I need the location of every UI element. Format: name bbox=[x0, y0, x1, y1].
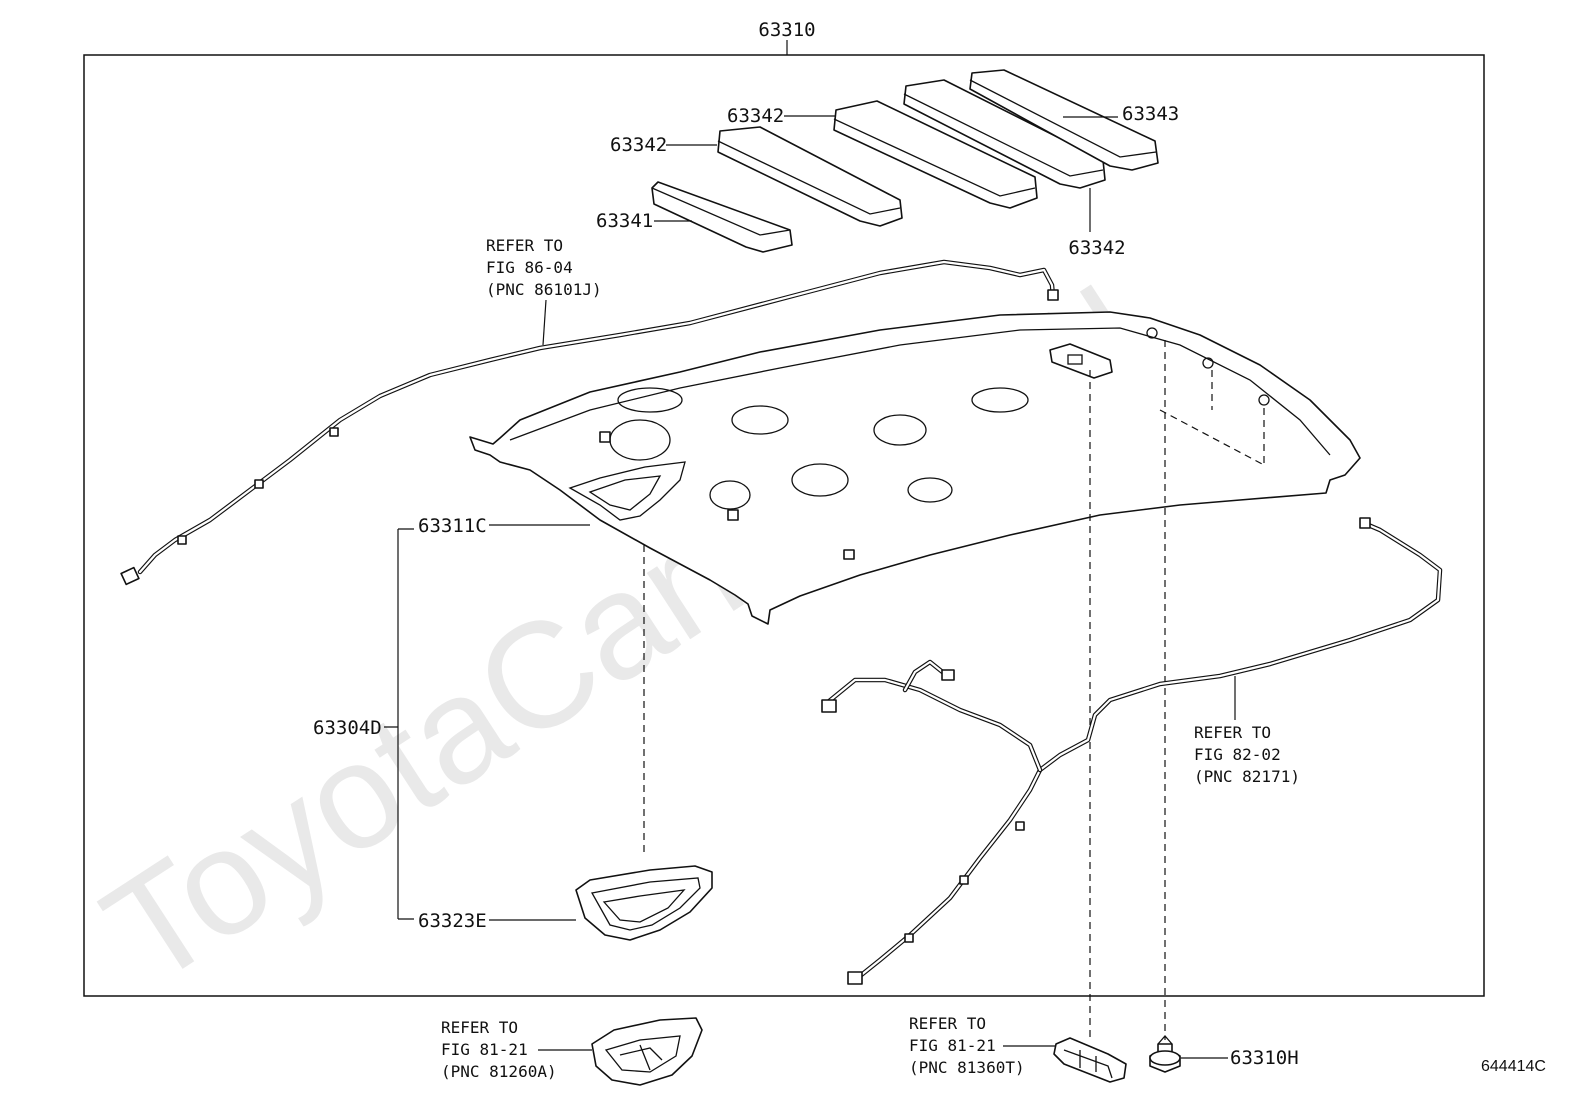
figure-code: 644414C bbox=[1481, 1058, 1546, 1075]
clip-63310H bbox=[1149, 1035, 1181, 1073]
roof-pad-63341 bbox=[651, 181, 793, 253]
callout-63342-left: 63342 bbox=[610, 134, 667, 156]
svg-text:FIG 81-21: FIG 81-21 bbox=[441, 1040, 528, 1059]
svg-text:(PNC 81360T): (PNC 81360T) bbox=[909, 1058, 1025, 1077]
ref-room-lamp: REFER TO FIG 81-21 (PNC 81360T) bbox=[909, 1014, 1025, 1077]
callout-63342-lower: 63342 bbox=[1068, 237, 1125, 259]
roof-pad-63342-left bbox=[717, 126, 903, 227]
roof-pad-63342-right bbox=[903, 79, 1106, 189]
ref-roof-wire: REFER TO FIG 82-02 (PNC 82171) bbox=[1194, 723, 1300, 786]
antenna-cable bbox=[120, 259, 1059, 586]
callout-63343: 63343 bbox=[1122, 103, 1179, 125]
ref-map-lamp: REFER TO FIG 81-21 (PNC 81260A) bbox=[441, 1018, 557, 1081]
callout-63311C: 63311C bbox=[418, 515, 487, 537]
callout-63323E: 63323E bbox=[418, 910, 487, 932]
svg-text:REFER TO: REFER TO bbox=[909, 1014, 986, 1033]
assembly-frame bbox=[83, 54, 1485, 997]
ref-antenna-cable: REFER TO FIG 86-04 (PNC 86101J) bbox=[486, 236, 602, 299]
roof-wire-harness bbox=[821, 517, 1443, 985]
svg-text:(PNC 81260A): (PNC 81260A) bbox=[441, 1062, 557, 1081]
headliner-63311C bbox=[469, 311, 1361, 625]
svg-text:(PNC 82171): (PNC 82171) bbox=[1194, 767, 1300, 786]
map-lamp-part bbox=[591, 1017, 703, 1086]
svg-text:FIG 81-21: FIG 81-21 bbox=[909, 1036, 996, 1055]
room-lamp-part bbox=[1053, 1037, 1127, 1083]
grip-bezel-63323E bbox=[575, 865, 713, 941]
svg-text:(PNC 86101J): (PNC 86101J) bbox=[486, 280, 602, 299]
svg-text:FIG 86-04: FIG 86-04 bbox=[486, 258, 573, 277]
callout-63341: 63341 bbox=[596, 210, 653, 232]
svg-text:FIG 82-02: FIG 82-02 bbox=[1194, 745, 1281, 764]
callout-63310H: 63310H bbox=[1230, 1047, 1299, 1069]
roof-pad-63342-mid bbox=[833, 100, 1038, 209]
svg-text:REFER TO: REFER TO bbox=[1194, 723, 1271, 742]
callout-63342-top: 63342 bbox=[727, 105, 784, 127]
callout-63310: 63310 bbox=[758, 19, 815, 41]
svg-text:REFER TO: REFER TO bbox=[441, 1018, 518, 1037]
callout-63304D: 63304D bbox=[313, 717, 382, 739]
roof-pad-63343 bbox=[969, 69, 1159, 171]
svg-text:REFER TO: REFER TO bbox=[486, 236, 563, 255]
